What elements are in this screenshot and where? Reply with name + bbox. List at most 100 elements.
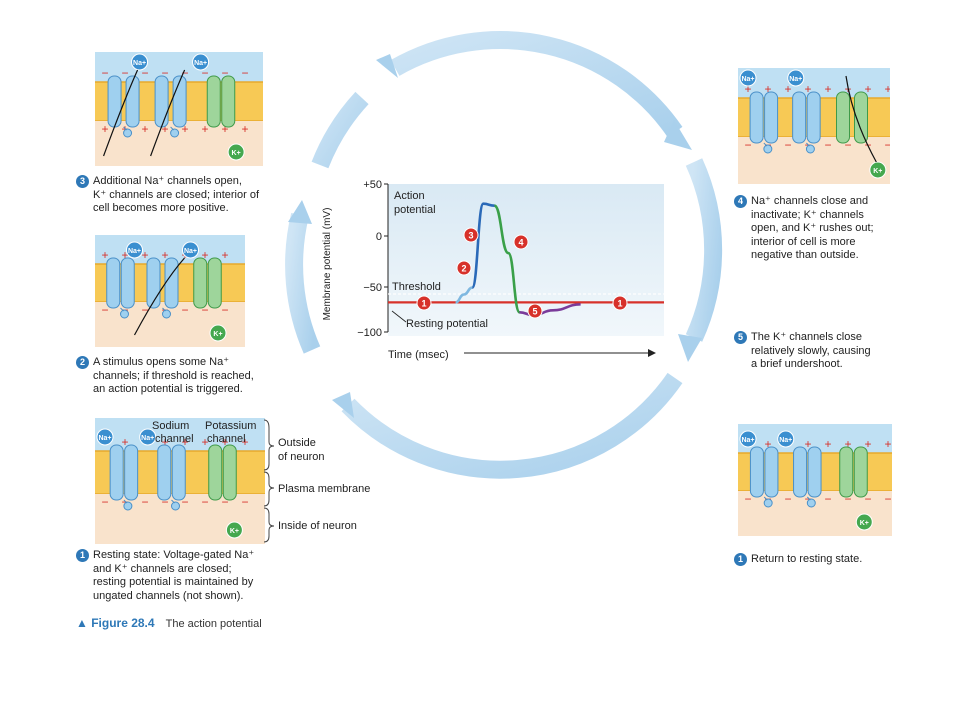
charge-sign: + bbox=[804, 437, 811, 451]
panel-step3: −+−+−+−+−+−+−+−+Na+Na+K+ bbox=[95, 52, 263, 166]
rising-phase bbox=[470, 202, 495, 289]
charge-sign: − bbox=[201, 66, 208, 80]
potassium-channel bbox=[206, 75, 236, 128]
svg-text:Na+: Na+ bbox=[141, 435, 154, 442]
panel1-brackets bbox=[263, 419, 275, 543]
charge-sign: − bbox=[241, 495, 248, 509]
y-tick-label: −50 bbox=[363, 282, 382, 294]
potassium-ion: K+ bbox=[855, 513, 873, 531]
charge-sign: + bbox=[101, 248, 108, 262]
charge-sign: + bbox=[884, 82, 890, 96]
svg-text:K+: K+ bbox=[213, 331, 222, 338]
step-marker-number: 1 bbox=[421, 299, 426, 309]
svg-text:Na+: Na+ bbox=[779, 437, 792, 444]
sodium-channel bbox=[106, 257, 135, 319]
charge-sign: − bbox=[101, 66, 108, 80]
svg-text:Na+: Na+ bbox=[128, 248, 141, 255]
sodium-channel-label-line2: channel bbox=[155, 433, 194, 445]
sodium-ion: Na+ bbox=[182, 241, 199, 259]
ion-flow-arrow bbox=[150, 69, 186, 157]
inside-label: Inside of neuron bbox=[278, 520, 357, 532]
ion-flow-arrow bbox=[133, 257, 185, 336]
cytoplasm bbox=[738, 137, 890, 184]
charge-sign: + bbox=[121, 248, 128, 262]
step-marker: 2 bbox=[456, 260, 472, 276]
charge-sign: − bbox=[221, 303, 228, 317]
figure-title: The action potential bbox=[165, 618, 262, 630]
potassium-channel bbox=[839, 446, 868, 498]
outside-label-line2: of neuron bbox=[278, 451, 325, 463]
sodium-ion: Na+ bbox=[131, 53, 149, 71]
resting-pointer-line bbox=[391, 310, 407, 323]
sodium-channel bbox=[109, 444, 139, 511]
charge-sign: − bbox=[804, 492, 811, 506]
step-marker: 4 bbox=[513, 234, 529, 250]
falling-phase bbox=[493, 204, 521, 314]
sodium-ion: Na+ bbox=[787, 69, 805, 87]
svg-text:K+: K+ bbox=[860, 520, 869, 527]
charge-sign: − bbox=[201, 495, 208, 509]
charge-sign: + bbox=[241, 435, 248, 449]
step-marker-number: 3 bbox=[468, 231, 473, 241]
charge-sign: + bbox=[824, 437, 831, 451]
figure-caption: ▲ Figure 28.4 The action potential bbox=[76, 616, 262, 630]
charge-sign: − bbox=[784, 138, 791, 152]
step-marker: 3 bbox=[463, 227, 479, 243]
step-marker: 1 bbox=[612, 295, 628, 311]
potassium-channel bbox=[836, 91, 868, 144]
charge-sign: − bbox=[864, 492, 871, 506]
sodium-ion: Na+ bbox=[739, 430, 757, 448]
step-number-badge: 4 bbox=[734, 195, 747, 208]
depolarization-to-threshold bbox=[455, 286, 473, 304]
charge-sign: − bbox=[784, 492, 791, 506]
charge-sign: − bbox=[121, 495, 128, 509]
step-number-badge: 1 bbox=[76, 549, 89, 562]
charge-sign: − bbox=[884, 138, 890, 152]
membrane-label: Plasma membrane bbox=[278, 483, 371, 495]
step-marker-number: 5 bbox=[532, 307, 537, 317]
potassium-ion: K+ bbox=[227, 143, 245, 161]
y-tick-label: +50 bbox=[363, 179, 382, 191]
charge-sign: − bbox=[744, 138, 751, 152]
charge-sign: + bbox=[221, 122, 228, 136]
charge-sign: − bbox=[221, 495, 228, 509]
resting-potential-label: Resting potential bbox=[406, 318, 488, 330]
ion-flow-arrow bbox=[102, 69, 139, 157]
action-potential-label-line1: Action bbox=[394, 190, 425, 202]
panel-step1-return: +−+−+−+−+−+−+−+−Na+Na+K+ bbox=[738, 424, 892, 536]
x-axis-label: Time (msec) bbox=[388, 349, 449, 361]
panel-step1: +−+−+−+−+−+−+−+−Na+Na+K+ bbox=[95, 418, 265, 544]
action-potential-graph: +50 0 −50 −100 Membrane potential (mV) A… bbox=[322, 179, 664, 361]
ion-flow-arrow bbox=[845, 75, 877, 163]
charge-sign: + bbox=[161, 435, 168, 449]
charge-sign: − bbox=[101, 495, 108, 509]
charge-sign: − bbox=[844, 138, 851, 152]
sodium-channel bbox=[157, 444, 186, 511]
charge-sign: + bbox=[161, 248, 168, 262]
charge-sign: − bbox=[141, 303, 148, 317]
svg-text:K+: K+ bbox=[230, 528, 239, 535]
charge-sign: + bbox=[824, 82, 831, 96]
charge-sign: + bbox=[101, 122, 108, 136]
sodium-channel bbox=[792, 91, 821, 154]
svg-text:Na+: Na+ bbox=[133, 60, 146, 67]
charge-sign: − bbox=[161, 66, 168, 80]
potassium-channel-label-line2: channel bbox=[207, 433, 246, 445]
charge-sign: − bbox=[181, 495, 188, 509]
charge-sign: − bbox=[141, 66, 148, 80]
svg-text:Na+: Na+ bbox=[98, 435, 111, 442]
charge-sign: + bbox=[201, 435, 208, 449]
undershoot bbox=[519, 303, 581, 317]
sodium-ion: Na+ bbox=[777, 430, 795, 448]
charge-sign: + bbox=[221, 248, 228, 262]
step-marker: 1 bbox=[416, 295, 432, 311]
sodium-channel bbox=[749, 91, 779, 154]
step-marker-number: 1 bbox=[617, 299, 622, 309]
potassium-channel bbox=[193, 257, 222, 309]
charge-sign: + bbox=[744, 82, 751, 96]
charge-sign: + bbox=[864, 82, 871, 96]
